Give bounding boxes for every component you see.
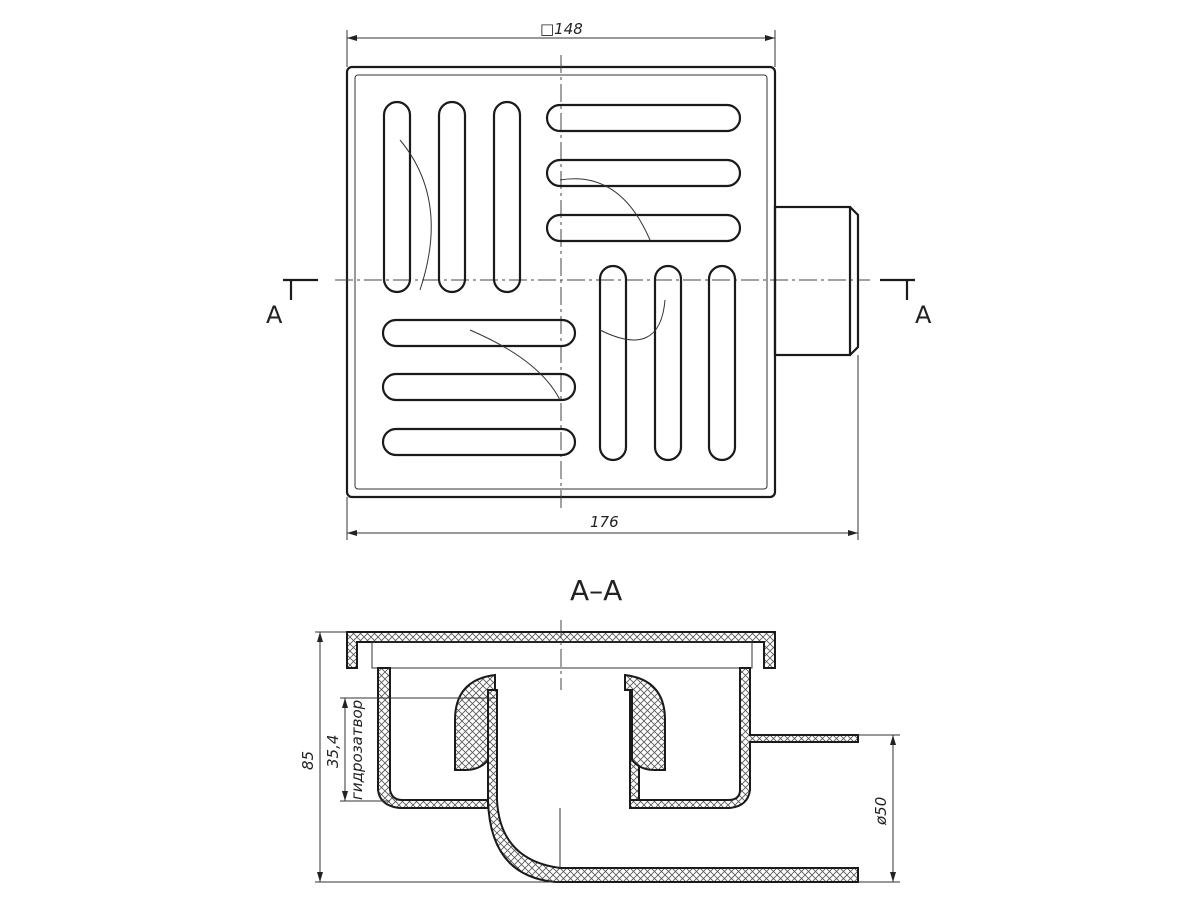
dim-35-4-label: 35,4 (324, 735, 342, 768)
dim-50-label: ø50 (872, 797, 890, 826)
dim-85-label: 85 (299, 751, 317, 770)
top-view (283, 30, 915, 540)
dimension-50 (858, 734, 900, 883)
section-title: A–A (570, 574, 622, 607)
dimension-35-4 (340, 697, 495, 802)
section-mark-right: A (915, 301, 932, 329)
seal-caption: гидрозатвор (348, 700, 366, 800)
dimension-176 (346, 355, 859, 540)
grate-slots (381, 100, 742, 462)
section-marks (283, 278, 915, 300)
section-view (315, 620, 900, 883)
section-mark-left: A (266, 301, 283, 329)
dim-148-label: □148 (540, 20, 583, 38)
dim-176-label: 176 (590, 513, 619, 531)
dimension-85 (315, 631, 560, 883)
dimension-148 (346, 30, 776, 67)
